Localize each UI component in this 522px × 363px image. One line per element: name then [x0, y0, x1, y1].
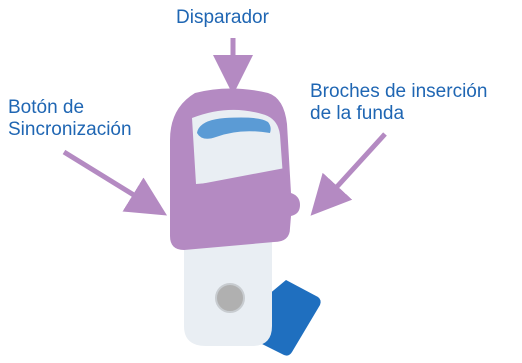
- trigger-label: Disparador: [176, 7, 269, 29]
- sleeve-clips-label-line2: de la funda: [310, 103, 405, 124]
- sync-button-arrow: [62, 149, 168, 216]
- arrows: [62, 38, 387, 216]
- cap-band: [190, 168, 287, 214]
- sleeve-clips-label: Broches de inserción de la funda: [310, 81, 487, 125]
- sleeve-clips-arrow: [310, 132, 387, 216]
- sync-button-label-line2: Sincronización: [8, 119, 132, 140]
- sync-button: [215, 283, 245, 313]
- sleeve-panel: [258, 280, 321, 356]
- sleeve-clips-label-line1: Broches de inserción: [310, 81, 488, 102]
- trigger-window: [197, 117, 271, 139]
- trigger-label-text: Disparador: [176, 7, 269, 28]
- sync-button-label-line1: Botón de: [8, 97, 85, 118]
- sync-button-label: Botón de Sincronización: [8, 97, 132, 141]
